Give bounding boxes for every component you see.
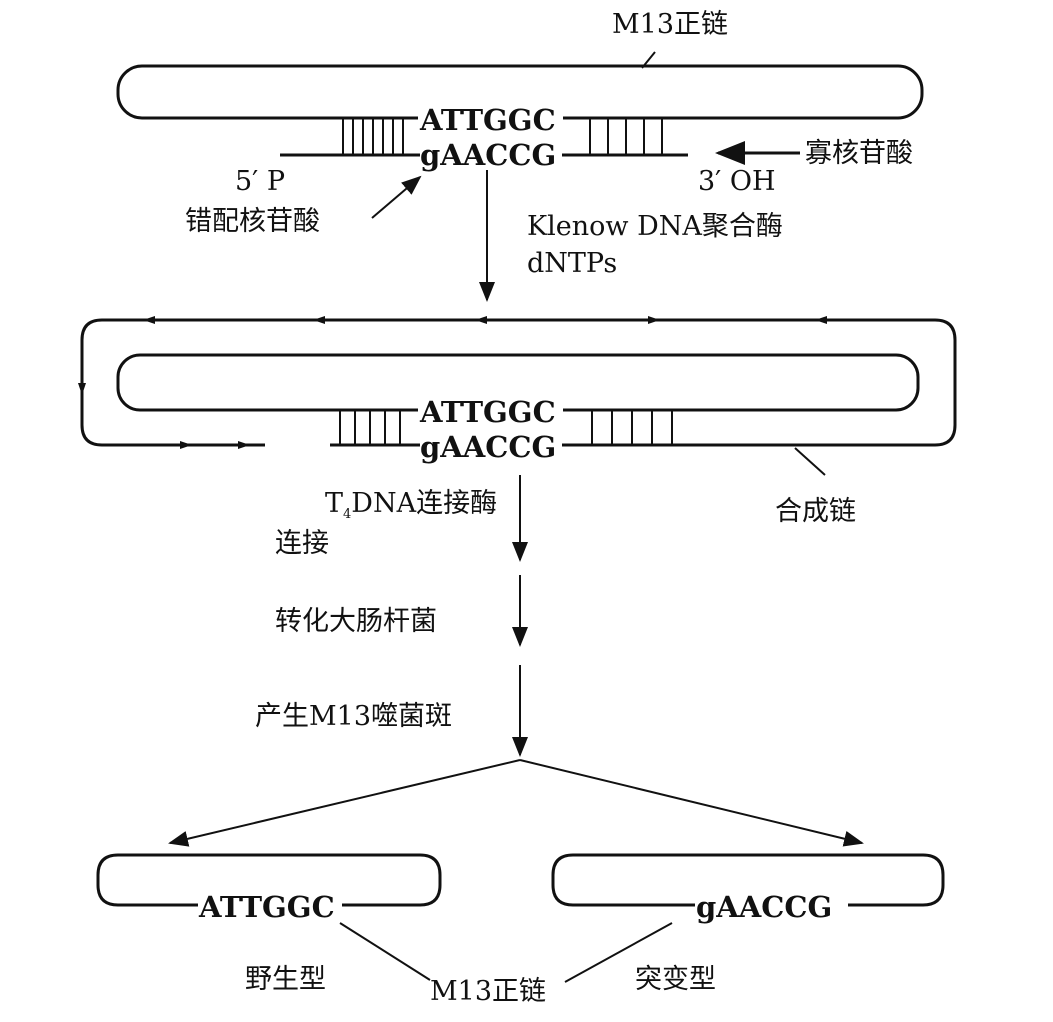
m13-plus-strand-title: M13正链 [612, 9, 728, 40]
mutant-label: 突变型 [635, 964, 716, 995]
synthesized-strand [80, 318, 957, 447]
wild-type-m13 [96, 853, 442, 907]
ligate-label: 连接 [275, 528, 329, 559]
mutant-m13 [551, 853, 945, 907]
synthesized-strand-label: 合成链 [775, 496, 856, 527]
split-arrow-right [519, 759, 864, 847]
svg-text:T4DNA连接酶: T4DNA连接酶 [325, 488, 497, 522]
primer-mismatch-sequence: gAACCG [420, 138, 556, 172]
mismatch-label: 错配核苷酸 [185, 206, 320, 237]
wild-leader-line [339, 922, 431, 981]
oligo-label: 寡核苷酸 [805, 138, 913, 169]
m13-plus-strand-label: M13正链 [430, 976, 546, 1007]
wild-type-label: 野生型 [245, 964, 326, 995]
mutant-sequence: gAACCG [696, 890, 832, 924]
transform-label: 转化大肠杆菌 [275, 606, 437, 637]
mutant-leader-line [564, 922, 673, 983]
synthesis-direction-arrows [78, 316, 827, 449]
wild-type-sequence: ATTGGC [198, 890, 335, 924]
dntps-label: dNTPs [527, 248, 617, 279]
synth-leader-line [794, 447, 826, 476]
ligase-label: T4DNA连接酶 [325, 488, 497, 522]
base-pair-rungs-top [342, 118, 663, 155]
middle-mutant-sequence: gAACCG [420, 430, 556, 464]
three-prime-oh-label: 3′ OH [698, 166, 776, 197]
base-pair-rungs-middle [339, 410, 673, 445]
plaque-label: 产生M13噬菌斑 [255, 701, 452, 732]
mismatch-pointer-arrow [371, 175, 422, 219]
klenow-label: Klenow DNA聚合酶 [527, 211, 783, 242]
split-arrow-left [168, 759, 521, 847]
top-wild-sequence: ATTGGC [419, 103, 556, 137]
five-prime-p-label: 5′ P [235, 166, 285, 197]
middle-wild-sequence: ATTGGC [419, 395, 556, 429]
